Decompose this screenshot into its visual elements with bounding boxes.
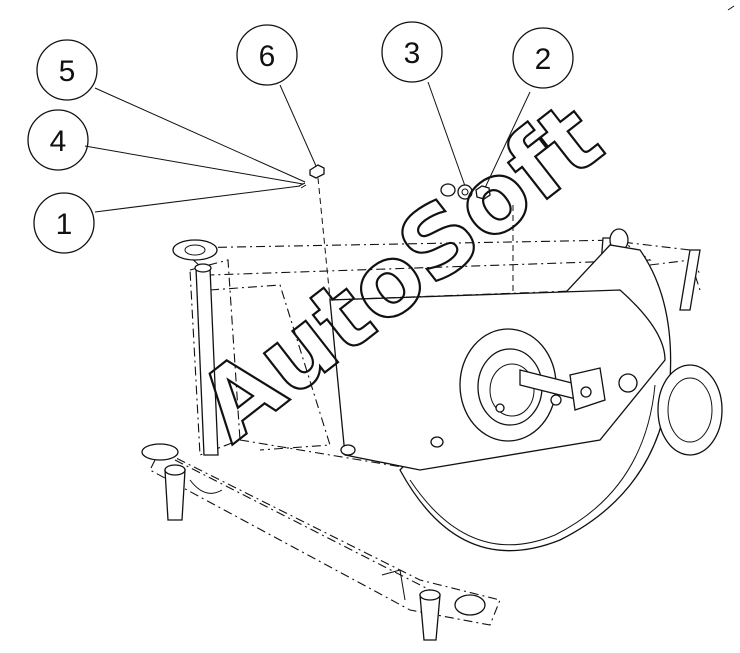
pivot-pins: [164, 228, 701, 641]
drive-disc: [329, 244, 723, 552]
corner-mark: [727, 5, 735, 11]
callout-2-label: 2: [535, 43, 552, 76]
callout-3: 3: [381, 21, 443, 83]
callout-6: 6: [236, 24, 298, 86]
end-brackets: [141, 239, 486, 616]
callout-4: 4: [27, 109, 89, 171]
small-hardware: [298, 164, 491, 200]
assembly-guide-lines: [317, 177, 514, 451]
callout-6-label: 6: [259, 40, 276, 73]
callout-1-label: 1: [56, 208, 73, 241]
leader-lines: [84, 81, 531, 213]
callout-3-label: 3: [404, 37, 421, 70]
callout-5-label: 5: [59, 55, 76, 88]
callout-1: 1: [33, 192, 95, 254]
callout-5: 5: [36, 39, 98, 101]
callout-4-label: 4: [50, 125, 67, 158]
callout-2: 2: [512, 27, 574, 89]
